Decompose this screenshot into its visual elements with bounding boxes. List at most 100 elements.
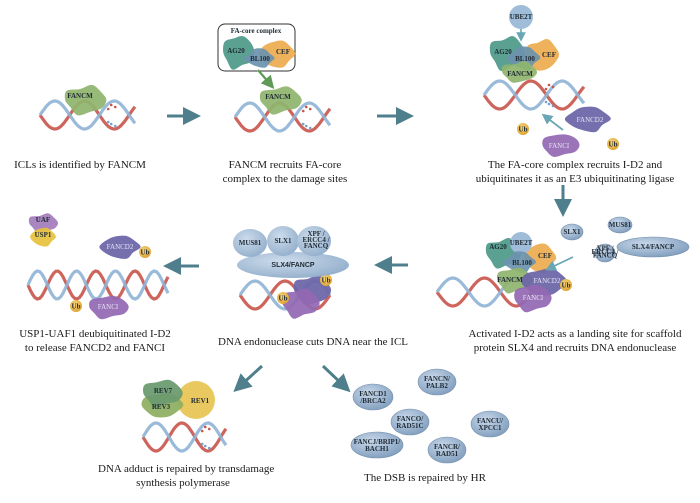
fanci-protein [514, 285, 552, 313]
hr-protein-label: RAD51 [436, 450, 459, 458]
dna-lesion-dot [308, 107, 312, 111]
ubiquitin [277, 292, 289, 304]
fa-core-complex-box [217, 23, 296, 72]
ubiquitin [320, 274, 332, 286]
step6-dna [26, 269, 170, 301]
dna-strand-red [141, 421, 228, 453]
uaf-label: UAF [36, 216, 50, 224]
rev7-protein [142, 379, 183, 408]
ag20-label: AG20 [489, 243, 507, 251]
recruit-arrow [257, 69, 275, 90]
fa-core-complex-title: FA-core complex [231, 27, 282, 35]
slx4-label: SLX4/FANCP [271, 262, 315, 269]
dna-lesion-dot [207, 427, 211, 431]
ubiquitin-label: Ub [322, 276, 331, 284]
dna-lesion-dot [109, 122, 113, 126]
hr-protein-label: FANCU/ [477, 417, 504, 425]
hr-protein-label: FANCD1 [359, 390, 387, 398]
mus81-label: MUS81 [609, 221, 632, 229]
ag20-protein [223, 35, 255, 70]
hr-protein-label: RAD51C [396, 422, 423, 430]
usp1-protein [30, 227, 56, 247]
hr-protein-label: FANCN/ [424, 375, 451, 383]
uaf-protein [28, 213, 59, 234]
fancd2-label: FANCD2 [534, 277, 561, 285]
ubiquitin-label: Ub [72, 302, 81, 310]
slx1-protein [267, 226, 299, 256]
hr-protein-label: FANCR/ [434, 443, 461, 451]
ubiquitin [517, 123, 529, 135]
rev1-label: REV1 [191, 397, 210, 405]
ubiquitin-label: Ub [609, 140, 618, 148]
hr-protein-label: PALB2 [426, 382, 448, 390]
fanci-protein [281, 288, 320, 319]
ag20-label: AG20 [494, 48, 512, 56]
hr-protein [390, 408, 430, 436]
dna-lesion-dot [113, 105, 117, 109]
fanci-label: FANCI [98, 303, 119, 311]
hr-protein [470, 410, 510, 438]
slx1-label: SLX1 [563, 228, 581, 236]
bl100-protein [502, 251, 536, 274]
fancd2-protein [564, 106, 611, 133]
fanci-protein [542, 134, 580, 157]
hr-protein-label: FANCJ/BRIP1/ [354, 438, 402, 446]
dna-strand-blue [482, 79, 586, 111]
hr-protein [417, 368, 457, 396]
fancm-protein [501, 61, 538, 83]
ubiquitin-label: Ub [562, 281, 571, 289]
hr-protein [352, 383, 394, 411]
dna-strand-blue [38, 99, 137, 131]
dna-lesion-dot [109, 103, 113, 107]
dna-strand-red [435, 276, 534, 308]
arrow-step5-to-step8 [321, 364, 351, 393]
step7-caption: DNA adduct is repaired by transdamage sy… [98, 463, 275, 489]
rev3-label: REV3 [152, 403, 171, 411]
step7-dna [141, 421, 228, 453]
xpf-label: FANCQ [593, 252, 618, 260]
rev7-label: REV7 [154, 387, 173, 395]
hr-protein [350, 431, 404, 459]
slx4-recruit-arrow [545, 256, 574, 271]
dna-lesion-dot [308, 126, 312, 130]
bl100-label: BL100 [250, 55, 270, 63]
step3-caption: The FA-core complex recruits I-D2 and ub… [475, 159, 675, 185]
ubiquitin [70, 300, 82, 312]
step5-caption: DNA endonuclease cuts DNA near the ICL [218, 336, 409, 348]
step8-caption: The DSB is repaired by HR [364, 472, 486, 484]
usp1-label: USP1 [35, 231, 52, 239]
step4-caption: Activated I-D2 acts as a landing site fo… [468, 328, 682, 354]
step2-caption: FANCM recruits FA-core complex to the da… [222, 159, 348, 185]
mus81-protein [233, 229, 267, 257]
dna-strand-red [482, 79, 586, 111]
mus81-label: MUS81 [239, 239, 262, 247]
fancd2-label: FANCD2 [577, 116, 604, 124]
dna-lesion-dot [547, 83, 551, 87]
ubiquitin [607, 138, 619, 150]
fancm-protein [496, 267, 533, 294]
ube2t-protein [510, 232, 532, 254]
cef-label: CEF [538, 252, 552, 260]
id2-recruit-arrow [541, 113, 564, 131]
dna-lesion-dot [544, 100, 548, 104]
dna-strand-blue [141, 421, 228, 453]
dna-lesion-dot [203, 444, 207, 448]
dna-strand-blue [26, 269, 170, 301]
ag20-label: AG20 [227, 47, 245, 55]
fancm-label: FANCM [265, 93, 291, 101]
dna-lesion-dot [207, 446, 211, 450]
xpf-label: FANCQ [304, 242, 329, 250]
dna-lesion-dot [301, 122, 305, 126]
bl100-protein [243, 48, 275, 68]
dna-lesion-dot [304, 124, 308, 128]
cef-label: CEF [542, 51, 556, 59]
dna-lesion-dot [106, 107, 110, 111]
ube2t-label: UBE2T [510, 13, 533, 21]
fancm-protein [259, 86, 302, 115]
slx4-scaffold [237, 252, 349, 278]
mus81-protein [607, 216, 633, 234]
xpf-label: ERCC4 / [591, 248, 619, 256]
xpf-label: XPF / [307, 230, 325, 238]
dna-lesion-dot [113, 124, 117, 128]
